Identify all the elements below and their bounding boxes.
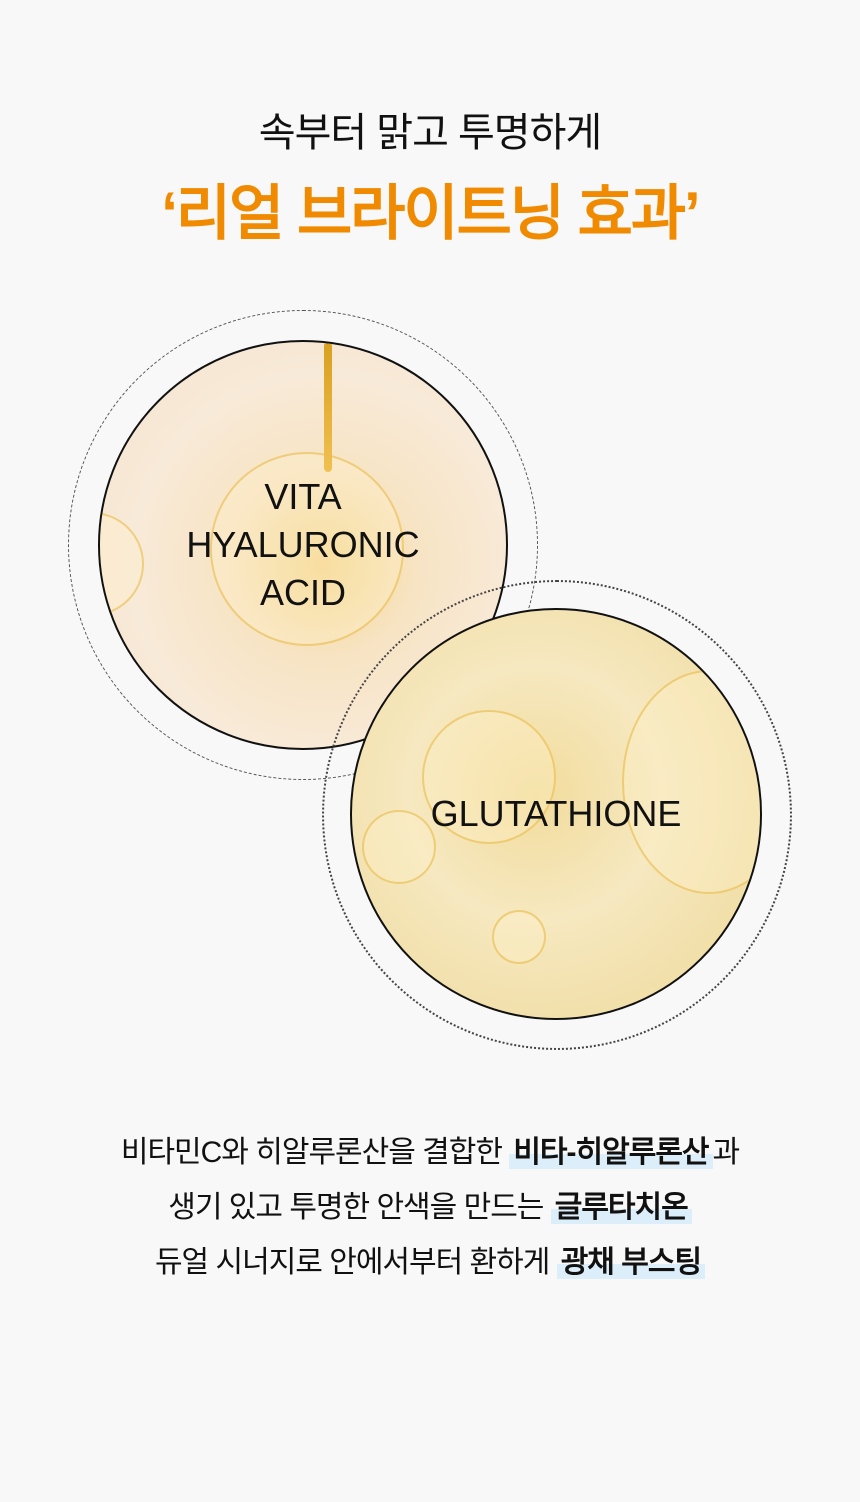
dashed-ring [68, 310, 538, 780]
description-line: 듀얼 시너지로 안에서부터 환하게 광채 부스팅 [0, 1235, 860, 1290]
bubble-decoration [422, 710, 556, 844]
bubble-decoration [622, 670, 760, 894]
text: 듀얼 시너지로 안에서부터 환하게 [154, 1246, 557, 1279]
label-line: VITA [264, 476, 342, 517]
label-line: HYALURONIC [186, 524, 420, 565]
bubble-decoration [100, 512, 144, 616]
highlight-text: 광채 부스팅 [556, 1246, 706, 1279]
highlight-text: 글루타치온 [550, 1191, 692, 1224]
bubble-decoration [492, 910, 546, 964]
text: 과 [712, 1136, 741, 1169]
glutathione-image: GLUTATHIONE [350, 608, 762, 1020]
dotted-ring [322, 580, 792, 1050]
text: 비타민C와 히알루론산을 결합한 [120, 1136, 510, 1169]
label-line: ACID [259, 572, 346, 613]
highlight-text: 비타-히알루론산 [509, 1136, 713, 1169]
description-line: 생기 있고 투명한 안색을 만드는 글루타치온 [0, 1180, 860, 1235]
page-title: ‘리얼 브라이트닝 효과’ [161, 180, 700, 247]
ingredient-label-glutathione: GLUTATHIONE [430, 793, 682, 834]
subtitle: 속부터 맑고 투명하게 [258, 111, 602, 155]
bubble-decoration [362, 810, 436, 884]
ingredient-label-vita: VITA HYALURONIC ACID [186, 473, 419, 617]
oil-drop [324, 342, 332, 472]
bubble-decoration [210, 452, 404, 646]
text: 생기 있고 투명한 안색을 만드는 [168, 1191, 551, 1224]
